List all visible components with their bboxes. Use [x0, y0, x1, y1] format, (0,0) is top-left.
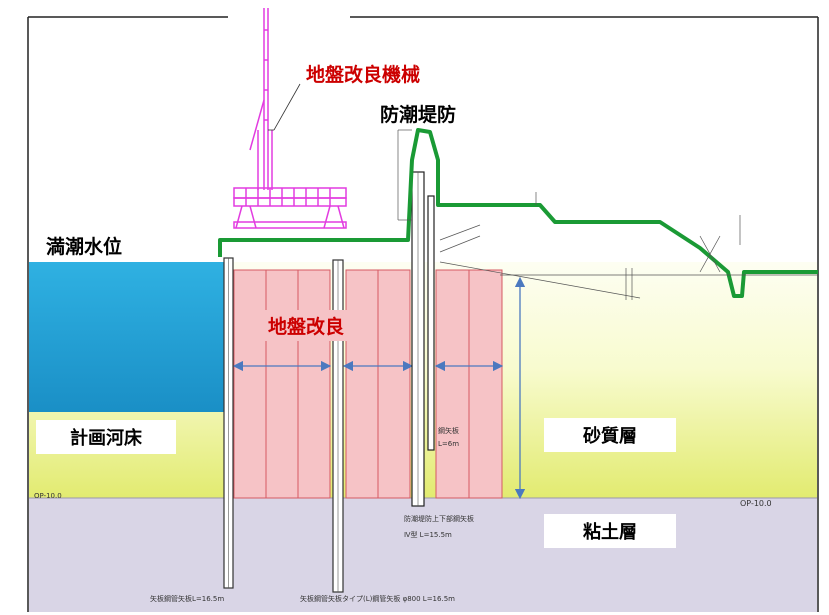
sandy-layer-label: 砂質層: [544, 418, 676, 452]
frame: [27, 16, 819, 612]
machine-label: 地盤改良機械: [306, 64, 421, 86]
construction-lines: [397, 129, 818, 300]
high-tide-label: 満潮水位: [46, 236, 123, 258]
width-arrows: [232, 276, 526, 500]
op-left-annotation: OP-10.0: [34, 492, 62, 500]
clay-layer-label: 粘土層: [544, 514, 676, 548]
riverbed-label: 計画河床: [36, 420, 176, 454]
clay-layer-area: [29, 498, 817, 612]
improvement-column-lines: [265, 270, 470, 498]
seawall-label: 防潮堤防: [380, 104, 457, 126]
ground-improvement-machine: [233, 8, 347, 229]
op-right-annotation: OP-10.0: [740, 499, 772, 508]
bottom-pile-annotation: 矢板鋼管矢板タイプ(L)鋼管矢板 φ800 L=16.5m: [300, 595, 455, 603]
inner-length-annotation: L=6m: [438, 440, 460, 448]
ground-improvement-zone: [233, 269, 503, 499]
inner-note-annotation: 鋼矢板: [438, 427, 459, 435]
left-pile-annotation: 矢板鋼管矢板L=16.5m: [150, 595, 225, 603]
water-area: [29, 262, 226, 412]
ground-improvement-label: 地盤改良: [254, 310, 359, 341]
embankment-outline: [218, 128, 818, 298]
sheet-pile-annotation: 防潮堤防上下部鋼矢板: [404, 515, 474, 523]
sheet-pile-dims-annotation: Ⅳ型 L=15.5m: [404, 531, 452, 539]
